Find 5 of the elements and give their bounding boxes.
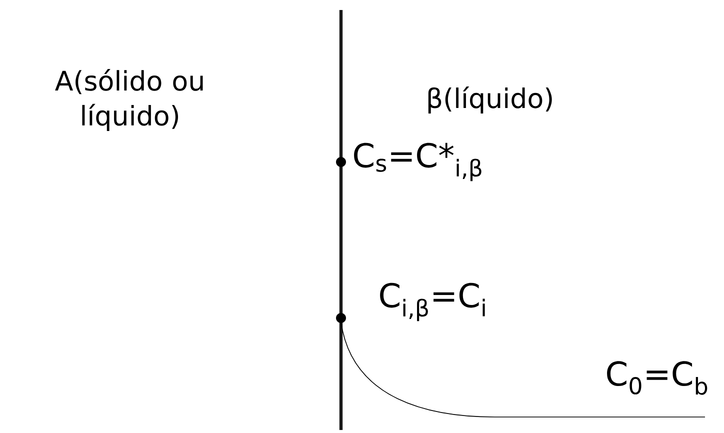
phase-label: C$_{s}$=C*$_{i,β}$ bbox=[354, 142, 482, 182]
phase-label: C$_{0}$=C$_{b}$ bbox=[607, 361, 708, 395]
phase-label: A(sólido ou líquido) bbox=[55, 69, 203, 131]
phase-label: C$_{i,β}$=C$_{i}$ bbox=[380, 282, 485, 322]
phase-label: β(líquido) bbox=[428, 86, 552, 114]
